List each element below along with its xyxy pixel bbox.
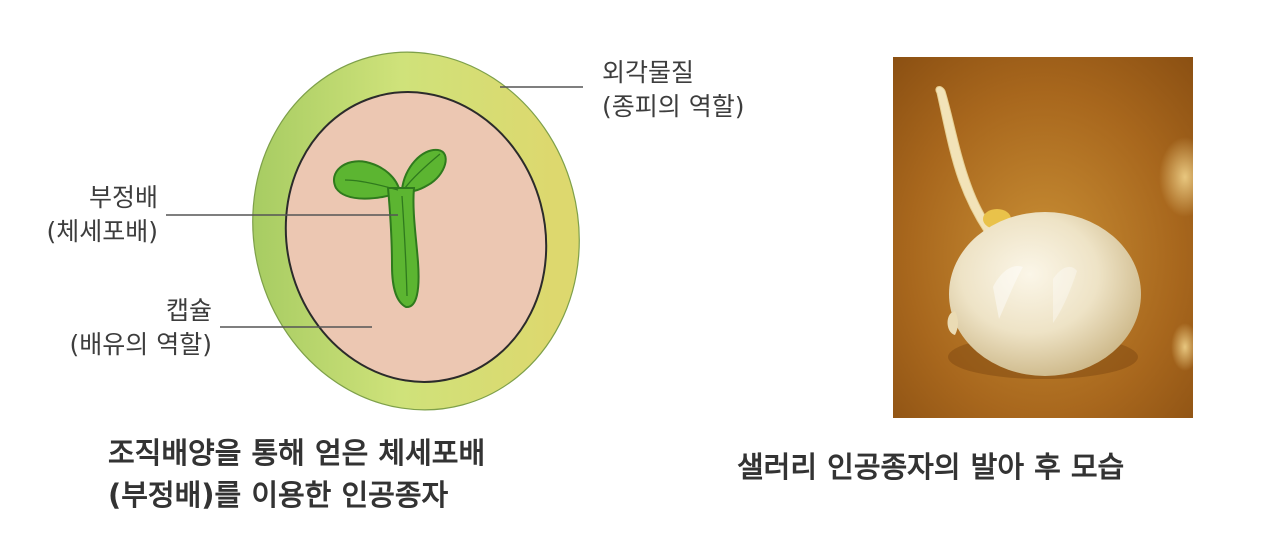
seed-nub bbox=[947, 311, 958, 335]
label-somatic-embryo-title: 부정배 bbox=[88, 183, 158, 212]
label-capsule: 캡슐 (배유의 역할) bbox=[24, 294, 212, 362]
diagram-caption-line1: 조직배양을 통해 얻은 체세포배 bbox=[108, 436, 486, 470]
capsule-seed bbox=[949, 212, 1141, 376]
seed-highlight-2 bbox=[1053, 266, 1077, 323]
photo-glow-bottom bbox=[1171, 323, 1193, 371]
photo-glow-right bbox=[1159, 137, 1193, 217]
diagram-caption-line2: (부정배)를 이용한 인공종자 bbox=[108, 478, 449, 512]
label-somatic-embryo-role: (체세포배) bbox=[46, 217, 158, 246]
celery-seed-photo bbox=[893, 57, 1193, 418]
photo-caption-line: 샐러리 인공종자의 발아 후 모습 bbox=[737, 450, 1125, 484]
label-capsule-title: 캡슐 bbox=[165, 296, 212, 325]
label-somatic-embryo: 부정배 (체세포배) bbox=[12, 181, 158, 249]
diagram-caption: 조직배양을 통해 얻은 체세포배 (부정배)를 이용한 인공종자 bbox=[108, 432, 485, 516]
artificial-seed-diagram bbox=[166, 51, 583, 411]
label-outer-material: 외각물질 (종피의 역할) bbox=[602, 56, 744, 124]
seed-highlight bbox=[993, 265, 1023, 319]
label-outer-material-role: (종피의 역할) bbox=[602, 92, 745, 121]
photo-caption: 샐러리 인공종자의 발아 후 모습 bbox=[737, 446, 1124, 488]
sprout-root bbox=[935, 86, 994, 234]
label-capsule-role: (배유의 역할) bbox=[69, 330, 212, 359]
somatic-embryo-shape bbox=[333, 148, 447, 308]
label-outer-material-title: 외각물질 bbox=[602, 58, 695, 87]
